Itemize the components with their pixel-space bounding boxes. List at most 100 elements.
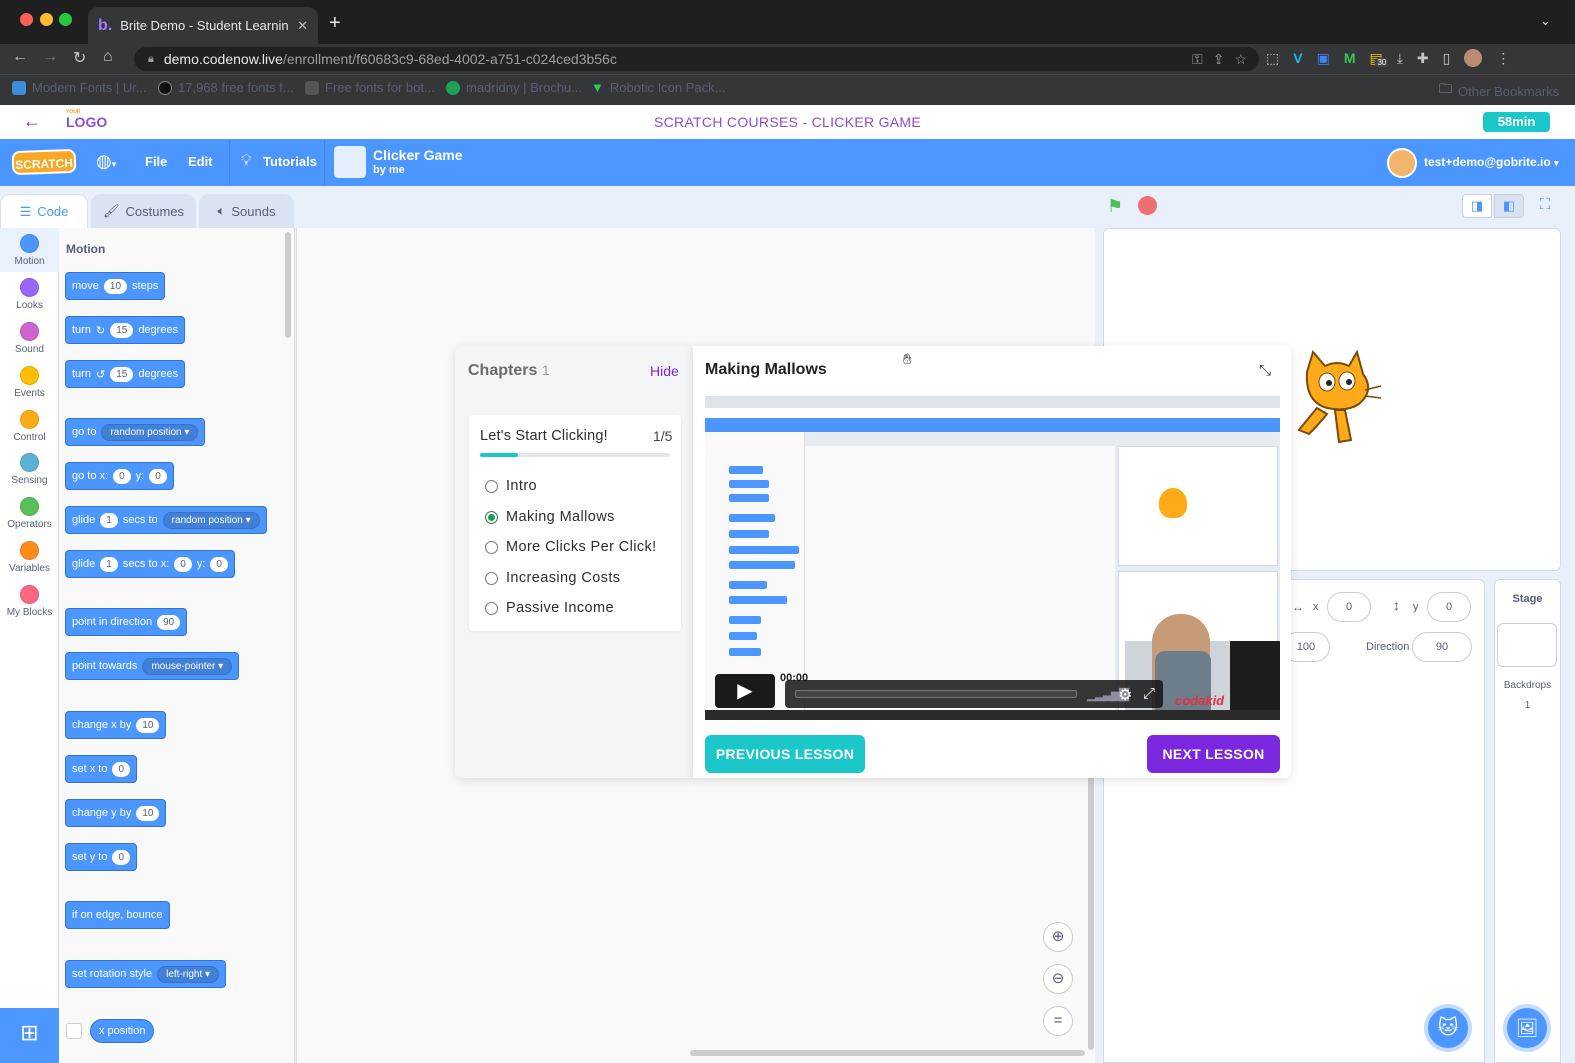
user-avatar[interactable] bbox=[1387, 148, 1417, 178]
close-window-icon[interactable] bbox=[20, 13, 33, 26]
block-input[interactable]: 10 bbox=[136, 805, 160, 821]
block-input[interactable]: 15 bbox=[110, 322, 134, 338]
block-dropdown[interactable]: left-right ▾ bbox=[157, 965, 220, 983]
zoom-in-icon[interactable]: ⊕ bbox=[1043, 922, 1073, 952]
bookmark-item[interactable]: 17,968 free fonts f... bbox=[158, 80, 294, 95]
block-input[interactable]: 15 bbox=[110, 366, 134, 382]
lesson-item-making-mallows[interactable]: Making Mallows bbox=[485, 509, 615, 525]
video-fullscreen-icon[interactable]: ⤢ bbox=[1143, 685, 1156, 702]
extension-screen-icon[interactable]: ▣ bbox=[1316, 49, 1330, 66]
sprite-x-input[interactable]: 0 bbox=[1327, 592, 1371, 622]
category-sensing[interactable]: Sensing bbox=[0, 453, 59, 486]
browser-tab[interactable]: b. Brite Demo - Student Learning ✕ bbox=[88, 7, 318, 44]
scratch-cat-sprite[interactable] bbox=[1287, 350, 1383, 450]
stage-thumbnail[interactable] bbox=[1497, 623, 1557, 667]
category-events[interactable]: Events bbox=[0, 366, 59, 399]
category-looks[interactable]: Looks bbox=[0, 278, 59, 311]
category-my-blocks[interactable]: My Blocks bbox=[0, 585, 59, 618]
project-title[interactable]: Clicker Game bbox=[373, 147, 463, 163]
reload-icon[interactable]: ↻ bbox=[73, 50, 87, 67]
video-settings-icon[interactable]: ⚙ bbox=[1118, 687, 1133, 704]
block-input[interactable]: 90 bbox=[157, 614, 181, 630]
zoom-reset-icon[interactable]: = bbox=[1043, 1006, 1073, 1036]
add-sprite-icon[interactable]: 🐱︎ bbox=[1424, 1004, 1472, 1052]
previous-lesson-button[interactable]: PREVIOUS LESSON bbox=[705, 735, 865, 773]
block-input[interactable]: 0 bbox=[210, 556, 228, 572]
bookmark-item[interactable]: madridny | Brochu... bbox=[446, 80, 582, 95]
profile-avatar[interactable] bbox=[1464, 49, 1483, 67]
hide-chapters-button[interactable]: Hide bbox=[650, 363, 679, 379]
bookmark-item[interactable]: Modern Fonts | Ur... bbox=[12, 80, 147, 95]
category-operators[interactable]: Operators bbox=[0, 497, 59, 530]
tab-sounds[interactable]: 🔈︎Sounds bbox=[199, 194, 294, 228]
add-extension-icon[interactable]: ⊞ bbox=[0, 1008, 59, 1063]
minimize-window-icon[interactable] bbox=[40, 13, 53, 26]
category-variables[interactable]: Variables bbox=[0, 541, 59, 574]
brand-logo[interactable]: YOUR LOGO bbox=[66, 110, 107, 130]
lesson-item-intro[interactable]: Intro bbox=[485, 478, 537, 494]
palette-scrollbar[interactable] bbox=[285, 232, 291, 338]
zoom-out-icon[interactable]: ⊖ bbox=[1043, 964, 1073, 994]
extension-screenshot-icon[interactable]: ⬚ bbox=[1266, 49, 1280, 66]
workspace-h-scrollbar[interactable] bbox=[690, 1050, 1085, 1056]
lesson-radio[interactable] bbox=[485, 571, 498, 585]
lesson-radio[interactable] bbox=[485, 540, 498, 554]
x-position-checkbox[interactable] bbox=[66, 1023, 82, 1039]
bookmark-item[interactable]: Free fonts for bot... bbox=[305, 80, 435, 95]
block-input[interactable]: 10 bbox=[103, 278, 128, 294]
block-x-position[interactable]: x position bbox=[90, 1019, 155, 1043]
forward-icon[interactable]: → bbox=[42, 48, 58, 65]
stop-icon[interactable] bbox=[1138, 196, 1157, 215]
language-globe-icon[interactable]: ◍▾ bbox=[96, 151, 117, 171]
collapse-icon[interactable]: ⤡ bbox=[1259, 362, 1272, 379]
download-icon[interactable]: ⤓ bbox=[1396, 49, 1403, 66]
category-control[interactable]: Control bbox=[0, 410, 59, 443]
block-input[interactable]: 0 bbox=[112, 761, 131, 777]
chapter-title[interactable]: Let's Start Clicking! bbox=[480, 428, 608, 444]
tab-costumes[interactable]: 🖌︎Costumes bbox=[91, 194, 196, 228]
lesson-video[interactable]: codakid ▶ 00:00 ▁▂▃▅▇ ⚙ ⤢ bbox=[705, 396, 1280, 720]
category-sound[interactable]: Sound bbox=[0, 322, 59, 355]
bookmark-item[interactable]: ▼Robotic Icon Pack... bbox=[591, 80, 726, 95]
back-icon[interactable]: ← bbox=[12, 48, 28, 65]
fullscreen-icon[interactable]: ⛶ bbox=[1539, 196, 1551, 213]
scratch-logo[interactable]: SCRATCH bbox=[11, 148, 77, 176]
block-input[interactable]: 0 bbox=[113, 468, 131, 484]
block-dropdown[interactable]: random position ▾ bbox=[101, 423, 199, 441]
block-input[interactable]: 1 bbox=[100, 556, 118, 572]
small-stage-icon[interactable]: ◨ bbox=[1462, 194, 1492, 218]
block-input[interactable]: 1 bbox=[100, 512, 118, 528]
browser-menu-icon[interactable]: ⋮ bbox=[1496, 49, 1511, 66]
edit-menu[interactable]: Edit bbox=[188, 154, 213, 169]
user-email[interactable]: test+demo@gobrite.io ▾ bbox=[1424, 155, 1559, 169]
block-input[interactable]: 10 bbox=[136, 717, 160, 733]
share-icon[interactable]: ⇪ bbox=[1212, 50, 1225, 67]
block-input[interactable]: 0 bbox=[112, 849, 131, 865]
maximize-window-icon[interactable] bbox=[59, 13, 72, 26]
tab-close-icon[interactable]: ✕ bbox=[297, 17, 308, 33]
tutorials-menu[interactable]: Tutorials bbox=[263, 154, 317, 169]
file-menu[interactable]: File bbox=[145, 154, 168, 169]
block-dropdown[interactable]: mouse-pointer ▾ bbox=[142, 657, 233, 675]
bookmark-star-icon[interactable]: ☆ bbox=[1234, 50, 1247, 67]
extension-m-icon[interactable]: M bbox=[1343, 50, 1356, 66]
block-dropdown[interactable]: random position ▾ bbox=[162, 511, 260, 529]
tab-code[interactable]: ☰Code bbox=[0, 194, 88, 228]
play-button[interactable]: ▶ bbox=[715, 674, 775, 708]
category-motion[interactable]: Motion bbox=[0, 234, 59, 267]
home-icon[interactable]: ⌂ bbox=[103, 48, 113, 65]
new-tab-icon[interactable]: + bbox=[329, 12, 341, 34]
sprite-direction-input[interactable]: 90 bbox=[1412, 632, 1472, 662]
lesson-item-more-clicks[interactable]: More Clicks Per Click! bbox=[485, 539, 657, 555]
large-stage-icon[interactable]: ◧ bbox=[1494, 194, 1524, 218]
